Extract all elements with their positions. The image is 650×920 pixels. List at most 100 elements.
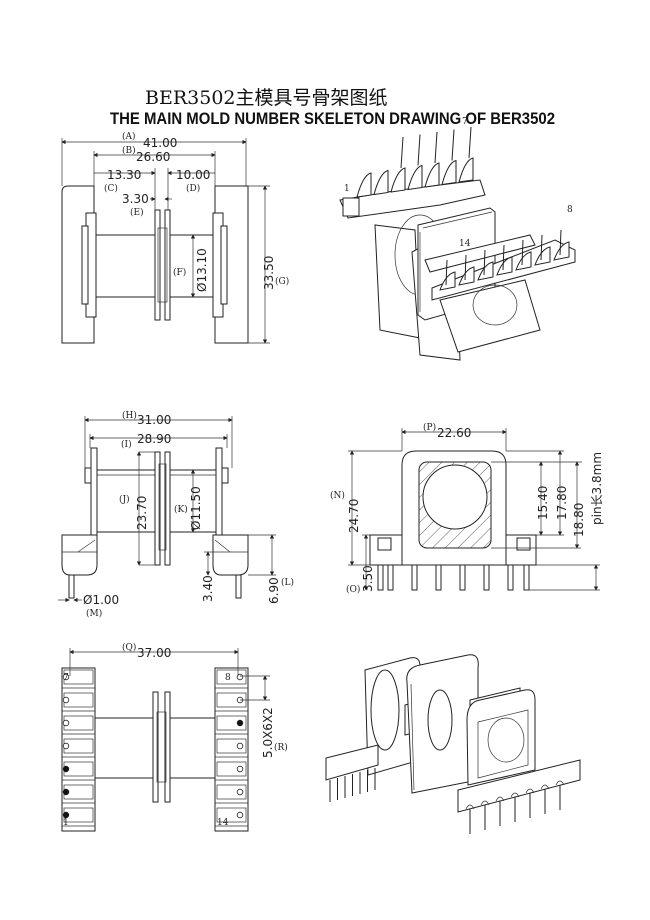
pin-label-1: 1 [63, 818, 69, 828]
right-flange [439, 279, 541, 353]
pin [387, 564, 394, 591]
dim-J-value: 23.70 [135, 496, 149, 530]
dim-D-label: (D) [186, 183, 200, 194]
pin-hook [495, 796, 505, 802]
pin-hole-left [62, 719, 70, 727]
dim-E-label: (E) [130, 207, 144, 218]
comb-top [356, 126, 474, 198]
pin-hook [555, 780, 565, 786]
pin-hook [465, 804, 475, 810]
comb-tooth [407, 164, 423, 191]
comb-tooth [441, 159, 457, 186]
dim-Q-label: (Q) [122, 642, 136, 653]
pin-hole-left [62, 811, 70, 819]
pin [435, 564, 442, 591]
pin [445, 259, 448, 286]
comb-tooth [553, 241, 570, 261]
pin-hook [480, 800, 490, 806]
dim-N-label: (N) [330, 490, 345, 501]
right-pin-bar [457, 759, 581, 813]
comb-tooth [477, 261, 494, 281]
pin [434, 131, 438, 164]
dim-O-value: 3.50 [361, 565, 375, 592]
left-pin-bar [325, 744, 379, 781]
dim-O-label: (O) [346, 584, 360, 595]
dim-E-value: 3.30 [122, 192, 149, 206]
dim-C-label: (C) [104, 183, 118, 194]
dim-K-label: (K) [174, 504, 188, 515]
comb-tooth [496, 256, 513, 276]
pin [483, 564, 490, 591]
dim-I-label: (I) [121, 439, 132, 450]
pin-hole-left [62, 742, 70, 750]
end-view: (P) 22.60 24.70 (N) 3.50 (O) 15.40 17.80… [330, 422, 604, 595]
pin [502, 244, 505, 271]
dim-H-label: (H) [122, 410, 137, 421]
dim-17-80: 17.80 [555, 486, 569, 520]
dim-L-label: (L) [281, 577, 294, 588]
pin-slot-right [216, 761, 247, 777]
pin-rows [62, 669, 248, 827]
dim-pin-step-value: 3.40 [201, 575, 215, 602]
comb-tooth [458, 157, 474, 183]
dim-N-value: 24.70 [347, 499, 361, 533]
dim-R-value: 5.0X6X2 [261, 707, 275, 758]
pin-hole-right [236, 811, 244, 819]
pin [483, 249, 486, 276]
dim-P-label: (P) [423, 422, 436, 433]
pin-slot-right [216, 669, 247, 685]
pin [559, 229, 562, 256]
dim-B-label: (B) [122, 145, 136, 156]
pin [521, 239, 524, 266]
comb-tooth [515, 251, 532, 271]
dim-D-value: 10.00 [176, 168, 210, 182]
pin [468, 126, 472, 159]
dim-Q-value: 37.00 [137, 646, 171, 660]
dim-K-value: Ø11.50 [189, 486, 203, 530]
pin-slot-right [216, 784, 247, 800]
pin-hole-left [62, 696, 70, 704]
dim-18-80: 18.80 [572, 503, 586, 537]
pin-slot-right [216, 738, 247, 754]
side-view-body [61, 447, 249, 599]
bottom-view: (Q) 37.00 5.0X6X2 (R) 7 1 8 14 [61, 642, 288, 832]
comb-tooth [373, 169, 389, 196]
pin-hole-right [236, 719, 244, 727]
dim-G-value: 33.50 [262, 256, 276, 290]
pin [400, 136, 404, 169]
pin [507, 564, 514, 591]
comb-tooth [424, 162, 440, 188]
pin-hook [525, 788, 535, 794]
top-view: (A) 41.00 (B) 26.60 13.30 (C) 10.00 (D) … [61, 131, 289, 344]
pin-hole-left [62, 765, 70, 773]
pin-hook [510, 792, 520, 798]
comb-bottom [439, 229, 570, 291]
iso-pin-label-14: 14 [459, 239, 471, 249]
iso-pin-label-8: 8 [567, 205, 573, 215]
dim-R-label: (R) [274, 742, 288, 753]
title-cn: BER3502主模具号骨架图纸 [145, 87, 388, 109]
isometric-assembled-view [325, 654, 581, 834]
pin [523, 564, 530, 591]
pin-slot-right [216, 715, 247, 731]
pin [377, 564, 384, 591]
pin-label-8: 8 [225, 673, 231, 683]
pin-hole-left [62, 788, 70, 796]
dim-P-value: 22.60 [437, 426, 471, 440]
pin [459, 564, 466, 591]
comb-tooth [458, 266, 475, 286]
dim-G-label: (G) [275, 276, 289, 287]
comb-tooth [390, 167, 406, 193]
iso-pin-label-7: 7 [462, 117, 468, 127]
pin-1-block [342, 197, 360, 217]
pin-hole-left [62, 673, 70, 681]
dim-M-value: Ø1.00 [83, 593, 119, 607]
pin-hole-right [236, 742, 244, 750]
comb-tooth [534, 246, 551, 266]
dim-A-label: (A) [122, 131, 136, 142]
iso-pin-label-1: 1 [344, 184, 350, 194]
pin-slot-right [216, 807, 247, 823]
dim-H-value: 31.00 [137, 413, 171, 427]
pin [540, 234, 543, 261]
